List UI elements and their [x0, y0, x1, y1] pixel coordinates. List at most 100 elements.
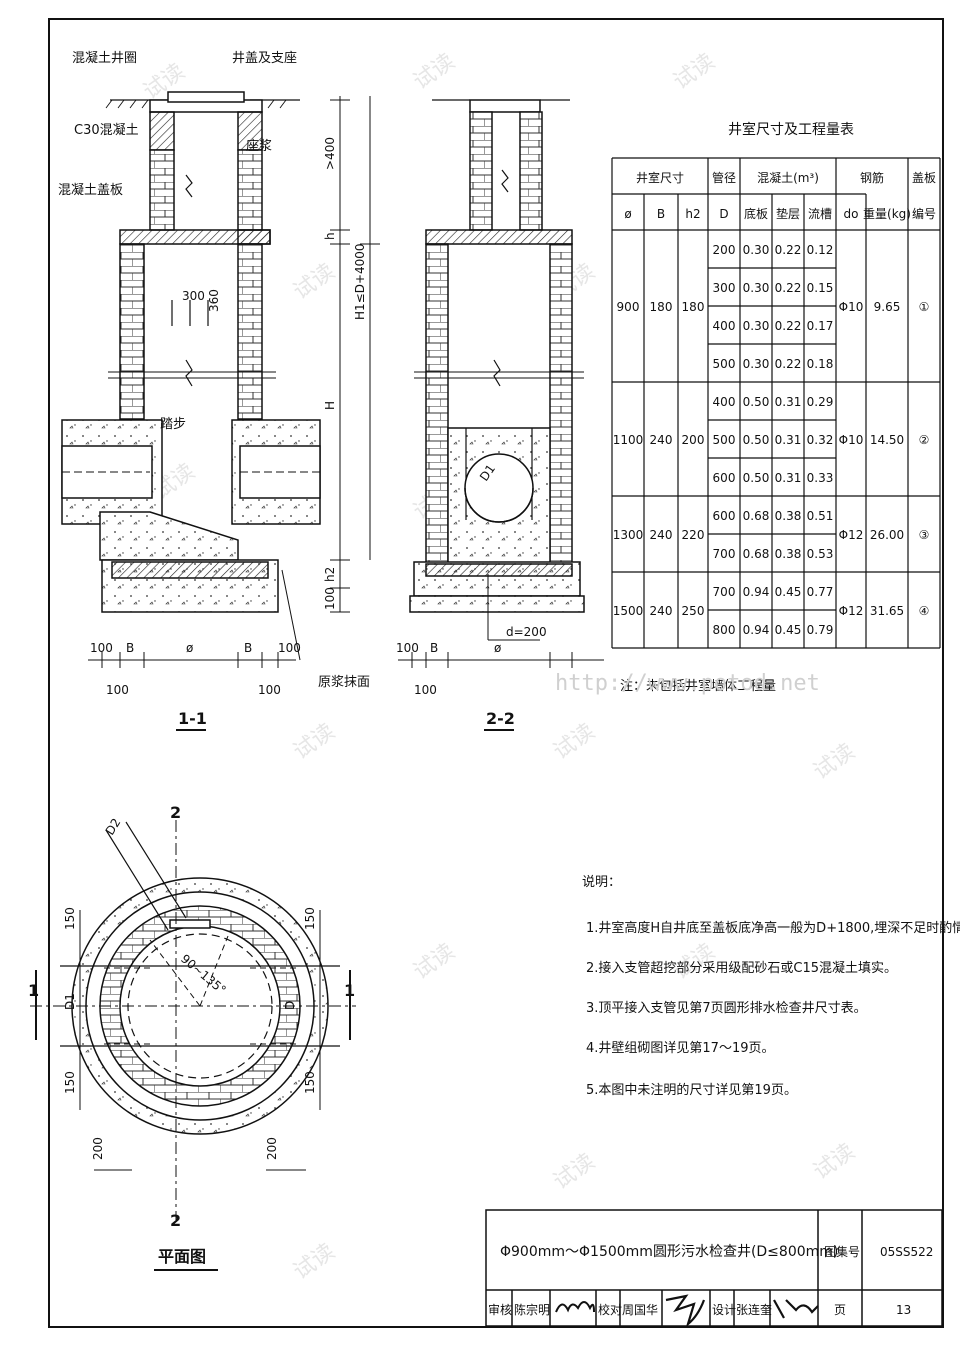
svg-text:>400: >400 [323, 137, 337, 170]
table-cell: 0.50 [743, 395, 770, 409]
svg-text:100: 100 [90, 641, 113, 655]
table-cell: 800 [713, 623, 736, 637]
table-cell: 0.22 [775, 281, 802, 295]
section-1-1-labels: 混凝土井圈 井盖及支座 C30混凝土 座浆 混凝土盖板 踏步 原浆抹面 >400… [58, 50, 370, 731]
svg-text:井盖及支座: 井盖及支座 [232, 51, 297, 66]
table-cell: 31.65 [870, 604, 904, 618]
table-group-header: 钢筋 [860, 170, 884, 185]
table-cell: 0.17 [807, 319, 834, 333]
title-block: Φ900mm～Φ1500mm圆形污水检查井(D≤800mm) 图集号 05SS5… [485, 1209, 943, 1328]
table-cell: 0.30 [743, 281, 770, 295]
svg-text:ø: ø [494, 641, 501, 655]
table-cell: 0.31 [775, 395, 802, 409]
table-sub-header: 编号 [912, 206, 936, 221]
table-cell: 0.29 [807, 395, 834, 409]
table-group-header: 井室尺寸 [636, 170, 684, 185]
table-cell: 0.50 [743, 471, 770, 485]
table-cell: 180 [650, 300, 673, 314]
svg-text:ø: ø [186, 641, 193, 655]
table-cell: 0.30 [743, 357, 770, 371]
table-cell: 200 [682, 433, 705, 447]
table-sub-header: 底板 [744, 206, 768, 221]
table-cell: 500 [713, 357, 736, 371]
table-cell: 0.79 [807, 623, 834, 637]
svg-text:踏步: 踏步 [160, 417, 186, 432]
svg-text:图集号: 图集号 [824, 1244, 860, 1259]
table-cell: 0.94 [743, 585, 770, 599]
svg-text:周国华: 周国华 [622, 1303, 658, 1317]
table-cell: 300 [713, 281, 736, 295]
table-sub-header: ø [624, 207, 631, 221]
svg-text:审核: 审核 [488, 1302, 512, 1317]
table-cell: 400 [713, 395, 736, 409]
table-cell: 0.18 [807, 357, 834, 371]
drawing-title: Φ900mm～Φ1500mm圆形污水检查井(D≤800mm) [500, 1244, 838, 1260]
table-sub-header: D [719, 207, 728, 221]
svg-text:2-2: 2-2 [486, 709, 515, 728]
drawing-frame [48, 18, 944, 1328]
svg-text:100: 100 [106, 683, 129, 697]
table-cell: 0.94 [743, 623, 770, 637]
table-sub-header: 垫层 [776, 206, 800, 221]
svg-text:13: 13 [896, 1303, 911, 1317]
svg-text:1.井室高度H自井底至盖板底净高一般为D+1800,埋深不足: 1.井室高度H自井底至盖板底净高一般为D+1800,埋深不足时酌情减少。 [586, 920, 960, 936]
svg-text:陈宗明: 陈宗明 [514, 1302, 550, 1317]
svg-text:试读: 试读 [289, 259, 339, 305]
table-cell: 26.00 [870, 528, 904, 542]
table-cell: 0.68 [743, 509, 770, 523]
svg-text:平面图: 平面图 [158, 1247, 206, 1266]
table-sub-header: h2 [685, 207, 700, 221]
svg-text:100: 100 [396, 641, 419, 655]
table-cell: 0.53 [807, 547, 834, 561]
section-1-1 [61, 91, 380, 668]
signature-designer [773, 1299, 819, 1319]
table-sub-header: 重量(kg) [863, 207, 911, 221]
svg-text:B: B [244, 641, 252, 655]
table-cell: Φ10 [839, 300, 864, 314]
table-cell: 0.31 [775, 471, 802, 485]
svg-text:2: 2 [170, 1211, 181, 1230]
table-cell: 900 [617, 300, 640, 314]
svg-text:试读: 试读 [549, 1149, 599, 1195]
svg-text:150: 150 [303, 1071, 317, 1094]
signature-reviewer [555, 1301, 595, 1313]
svg-text:360: 360 [207, 289, 221, 312]
url-watermark: http://www.potod.net [555, 671, 820, 696]
svg-text:100: 100 [258, 683, 281, 697]
svg-text:1: 1 [344, 981, 355, 1000]
table-sub-header: do [844, 207, 859, 221]
table-cell: 180 [682, 300, 705, 314]
table-cell: 600 [713, 471, 736, 485]
svg-text:100: 100 [414, 683, 437, 697]
svg-text:4.井壁组砌图详见第17～19页。: 4.井壁组砌图详见第17～19页。 [586, 1041, 775, 1056]
svg-text:300: 300 [182, 289, 205, 303]
plan-view [30, 820, 356, 1220]
table-cell: 14.50 [870, 433, 904, 447]
table-cell: ② [919, 433, 930, 447]
table-group-header: 盖板 [912, 171, 936, 185]
signature-checker [665, 1294, 706, 1328]
svg-text:井室尺寸及工程量表: 井室尺寸及工程量表 [728, 121, 854, 138]
svg-text:张连奎: 张连奎 [736, 1302, 772, 1317]
svg-text:100: 100 [278, 641, 301, 655]
notes: 说明： 1.井室高度H自井底至盖板底净高一般为D+1800,埋深不足时酌情减少。… [582, 875, 960, 1098]
table-cell: Φ12 [839, 528, 864, 542]
svg-text:试读: 试读 [669, 49, 719, 95]
svg-text:B: B [430, 641, 438, 655]
table-cell: 0.30 [743, 243, 770, 257]
table-cell: 0.22 [775, 357, 802, 371]
table-cell: 240 [650, 433, 673, 447]
svg-text:200: 200 [91, 1137, 105, 1160]
svg-text:1-1: 1-1 [178, 709, 207, 728]
table-cell: 0.45 [775, 623, 802, 637]
svg-text:校对: 校对 [598, 1302, 622, 1317]
table-cell: 0.32 [807, 433, 834, 447]
section-2-2 [398, 99, 604, 668]
table-cell: 0.22 [775, 243, 802, 257]
svg-text:B: B [126, 641, 134, 655]
table-cell: 1100 [613, 433, 644, 447]
table-group-header: 管径 [712, 170, 736, 185]
table-sub-header: 流槽 [808, 207, 832, 221]
